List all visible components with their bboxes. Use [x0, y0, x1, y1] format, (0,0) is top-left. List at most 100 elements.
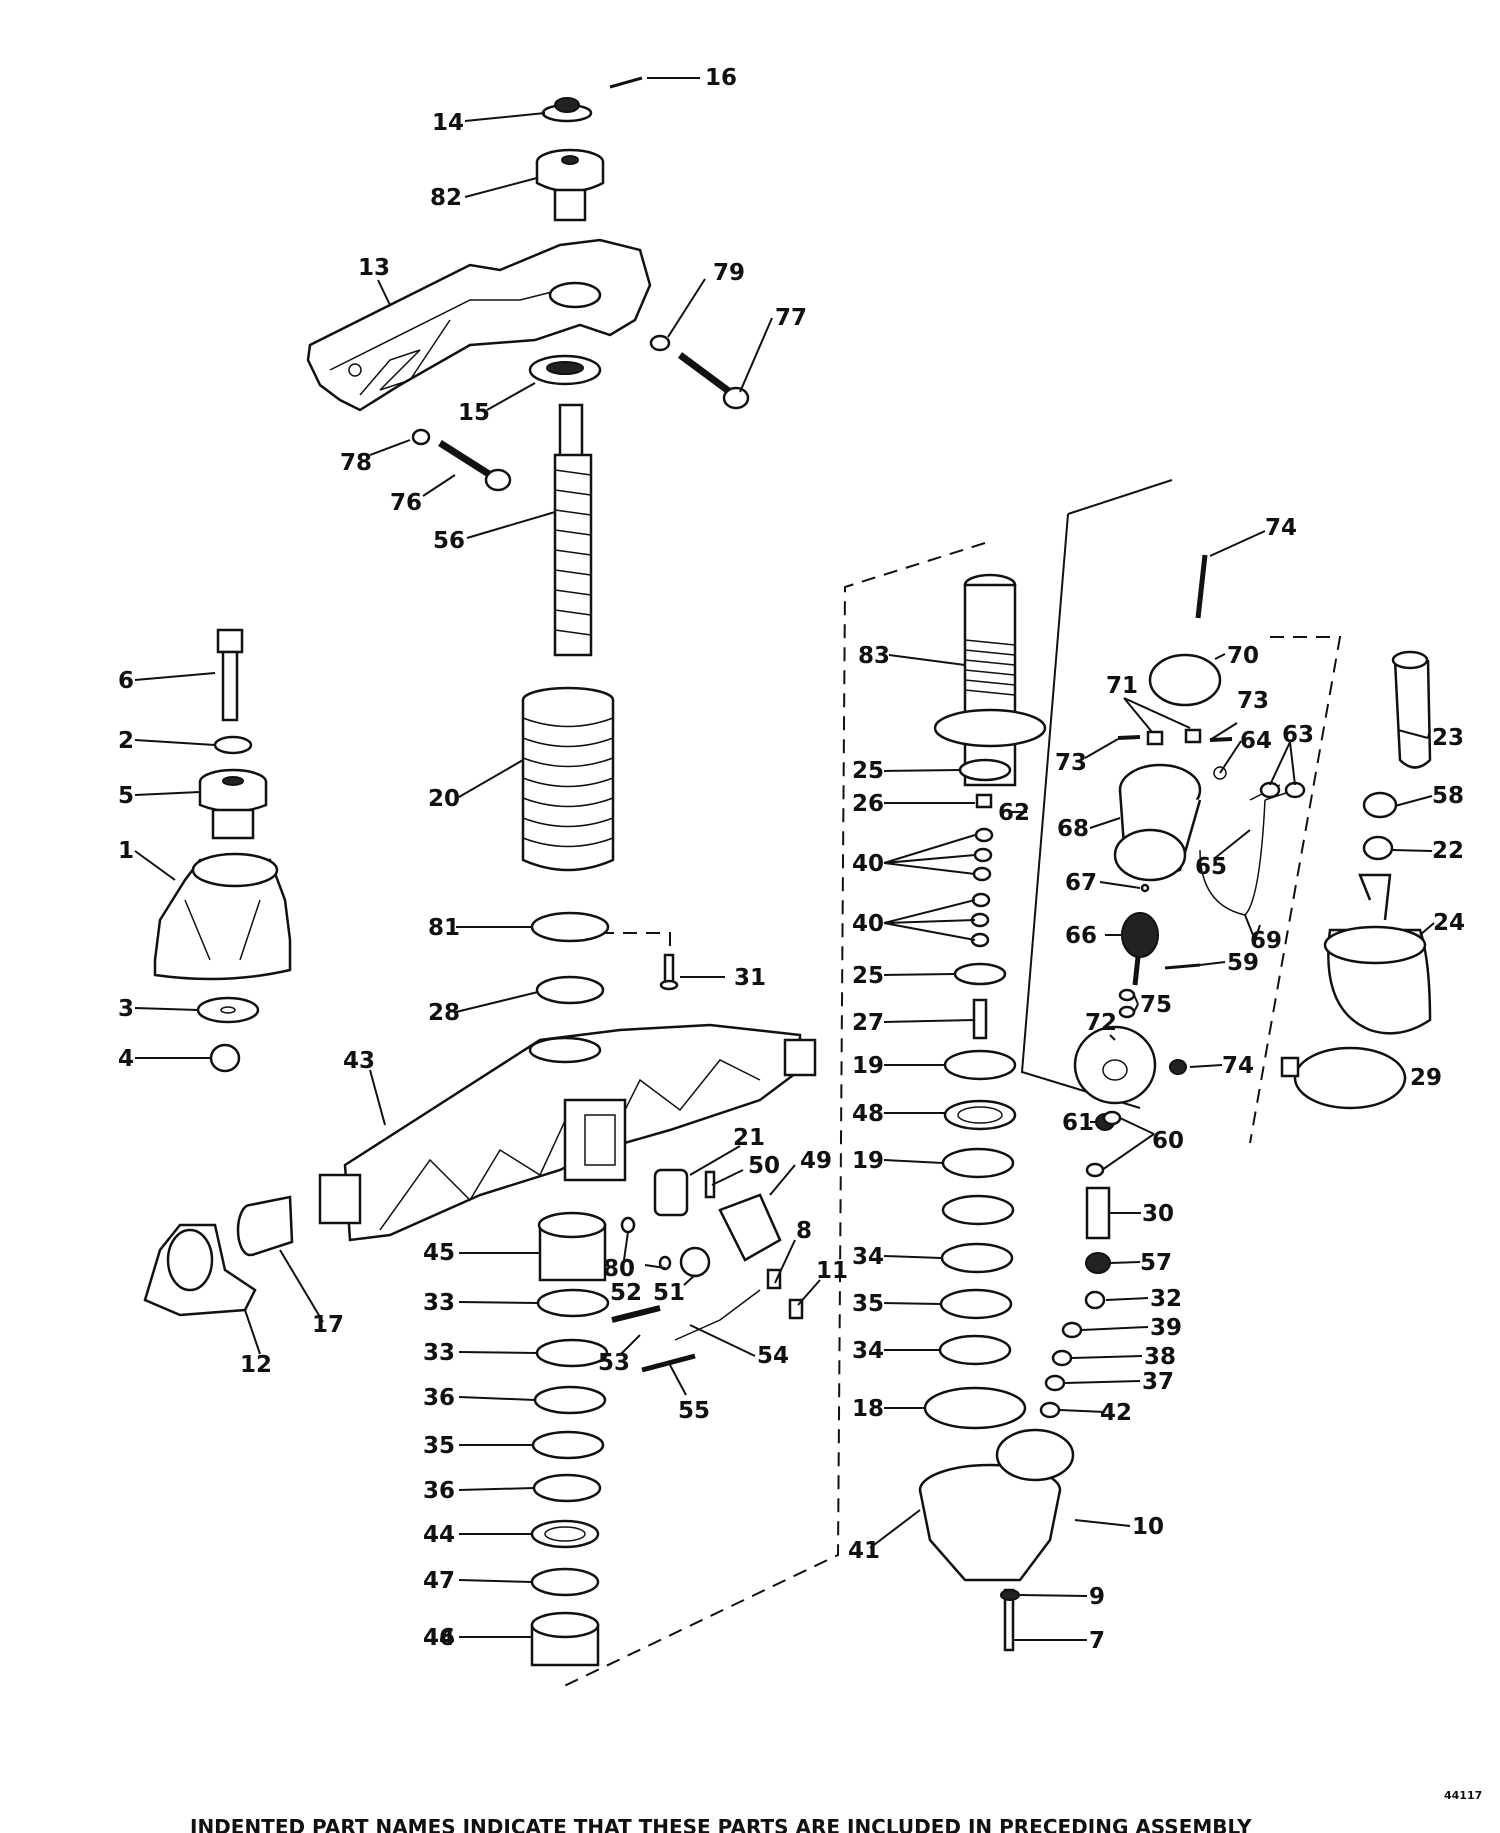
callout-label: 73 — [1055, 750, 1087, 776]
callout-label: 25 — [852, 963, 884, 989]
callout-label: 79 — [713, 260, 745, 286]
callout-label: 51 — [653, 1280, 685, 1306]
callout-label: 39 — [1150, 1315, 1182, 1341]
grouping-frames — [559, 479, 1342, 1689]
callout-label: 74 — [1222, 1053, 1254, 1079]
callout-label: 52 — [610, 1280, 642, 1306]
callout-label: 2 — [118, 728, 134, 754]
callout-label: 64 — [1240, 728, 1272, 754]
callout-label: 80 — [603, 1256, 635, 1282]
callout-label: 46 — [423, 1625, 455, 1651]
callout-label: 18 — [852, 1396, 884, 1422]
callout-label: 58 — [1432, 783, 1464, 809]
callout-label: 47 — [423, 1568, 455, 1594]
callout-label: 74 — [1265, 515, 1297, 541]
callout-label: 19 — [852, 1053, 884, 1079]
callout-label: 69 — [1250, 928, 1282, 954]
callout-label: 36 — [423, 1478, 455, 1504]
callout-label: 75 — [1140, 992, 1172, 1018]
callout-label: 38 — [1144, 1344, 1176, 1370]
footer-note: INDENTED PART NAMES INDICATE THAT THESE … — [190, 1815, 1252, 1833]
callout-label: 24 — [1433, 910, 1465, 936]
callout-label: 36 — [423, 1385, 455, 1411]
callout-label: 45 — [423, 1240, 455, 1266]
callout-label: 42 — [1100, 1400, 1132, 1426]
callout-label: 27 — [852, 1010, 884, 1036]
callout-label: 12 — [240, 1352, 272, 1378]
callout-label: 31 — [734, 965, 766, 991]
callout-labels: 16 14 82 13 79 77 15 78 76 56 74 83 70 7… — [118, 65, 1465, 1654]
callout-label: 77 — [775, 305, 807, 331]
callout-label: 48 — [852, 1101, 884, 1127]
callout-label: 82 — [430, 185, 462, 211]
callout-label: 56 — [433, 528, 465, 554]
callout-label: 60 — [1152, 1128, 1184, 1154]
callout-label: 63 — [1282, 722, 1314, 748]
callout-label: 44 — [423, 1625, 455, 1651]
callout-label: 70 — [1227, 643, 1259, 669]
callout-label: 50 — [748, 1153, 780, 1179]
callout-label: 35 — [423, 1433, 455, 1459]
callout-label: 81 — [428, 915, 460, 941]
callout-label: 71 — [1106, 673, 1138, 699]
callout-label: 6 — [118, 668, 134, 694]
callout-label: 19 — [852, 1148, 884, 1174]
callout-label: 67 — [1065, 870, 1097, 896]
callout-label: 15 — [458, 400, 490, 426]
callout-label: 49 — [800, 1148, 832, 1174]
callout-label: 29 — [1410, 1065, 1442, 1091]
callout-label: 57 — [1140, 1250, 1172, 1276]
callout-label: 76 — [390, 490, 422, 516]
callout-label: 61 — [1062, 1110, 1094, 1136]
callout-label: 32 — [1150, 1286, 1182, 1312]
callout-label: 20 — [428, 786, 460, 812]
part-illustrations — [143, 76, 1432, 1667]
callout-label: 10 — [1132, 1514, 1164, 1540]
callout-label: 14 — [432, 110, 464, 136]
callout-label: 13 — [358, 255, 390, 281]
callout-label: 33 — [423, 1340, 455, 1366]
callout-label: 26 — [852, 791, 884, 817]
callout-label: 55 — [678, 1398, 710, 1424]
callout-label: 66 — [1065, 923, 1097, 949]
callout-label: 34 — [852, 1338, 884, 1364]
callout-label: 28 — [428, 1000, 460, 1026]
callout-label: 5 — [118, 783, 134, 809]
callout-label: 25 — [852, 758, 884, 784]
callout-label: 17 — [312, 1312, 344, 1338]
callout-label: 62 — [998, 800, 1030, 826]
callout-label: 68 — [1057, 816, 1089, 842]
callout-label: 53 — [598, 1350, 630, 1376]
callout-label: 33 — [423, 1290, 455, 1316]
callout-label: 7 — [1089, 1628, 1105, 1654]
callout-label: 40 — [852, 911, 884, 937]
callout-label: 35 — [852, 1291, 884, 1317]
reference-number: 44117 — [1444, 1789, 1483, 1802]
callout-label: 1 — [118, 838, 134, 864]
callout-label: 34 — [852, 1244, 884, 1270]
callout-label: 59 — [1227, 950, 1259, 976]
callout-label: 11 — [816, 1258, 848, 1284]
callout-label: 9 — [1089, 1584, 1105, 1610]
callout-label: 16 — [705, 65, 737, 91]
callout-label: 78 — [340, 450, 372, 476]
callout-label: 83 — [858, 643, 890, 669]
callout-label: 44 — [423, 1522, 455, 1548]
callout-label: 72 — [1085, 1010, 1117, 1036]
callout-label: 22 — [1432, 838, 1464, 864]
callout-label: 73 — [1237, 688, 1269, 714]
callout-label: 65 — [1195, 854, 1227, 880]
callout-label: 8 — [796, 1218, 812, 1244]
callout-label: 54 — [757, 1343, 789, 1369]
callout-label: 21 — [733, 1125, 765, 1151]
callout-label: 41 — [848, 1538, 880, 1564]
callout-label: 3 — [118, 996, 134, 1022]
leader-lines — [134, 77, 1435, 1641]
callout-label: 23 — [1432, 725, 1464, 751]
callout-label: 30 — [1142, 1201, 1174, 1227]
callout-label: 37 — [1142, 1369, 1174, 1395]
callout-label: 40 — [852, 851, 884, 877]
callout-label: 43 — [343, 1048, 375, 1074]
callout-label: 4 — [118, 1046, 134, 1072]
